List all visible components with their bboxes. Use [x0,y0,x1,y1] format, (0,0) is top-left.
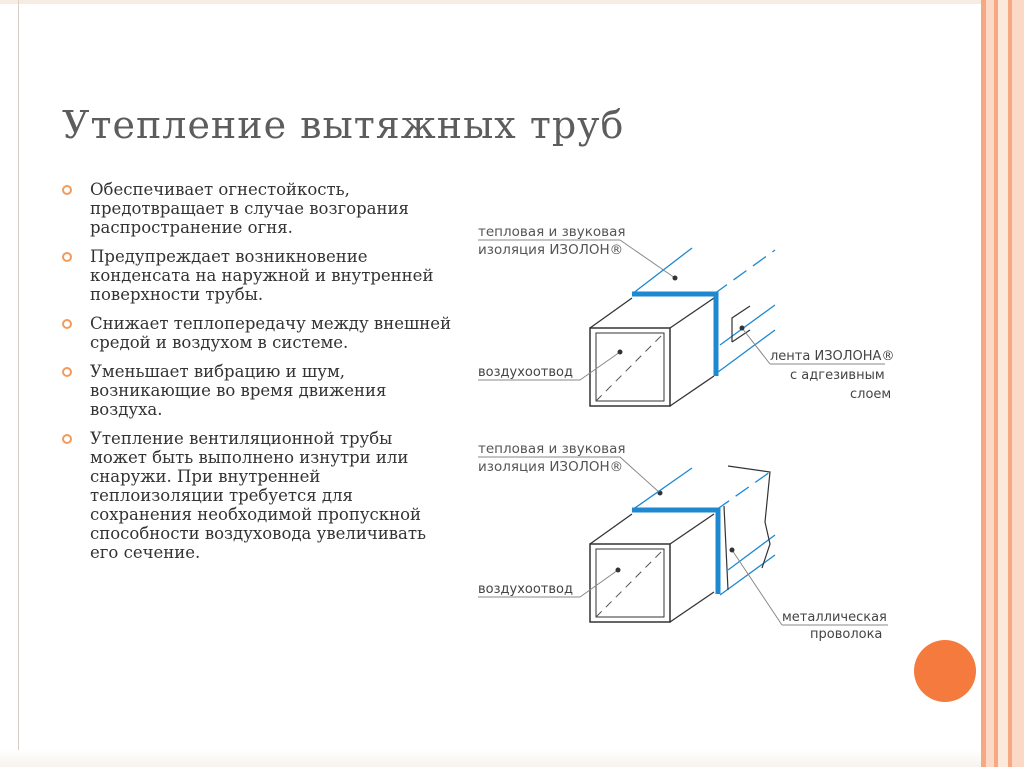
bullet-text: Снижает теплопередачу между внешней сред… [90,314,452,352]
duct-label: воздухоотвод [478,365,573,380]
wire-outline [727,465,771,569]
tape-label-line1: лента ИЗОЛОНА® [770,349,894,364]
insulation-line [631,247,693,295]
tape-label-line3: слоем [850,387,891,402]
bullet-item: Снижает теплопередачу между внешней сред… [62,314,452,352]
bullet-circle-icon [62,434,72,444]
insulation-label-line2: изоляция ИЗОЛОН® [478,242,623,258]
bullet-text: Уменьшает вибрацию и шум, возникающие во… [90,362,387,419]
leader-dot [729,547,735,553]
bullet-list: Обеспечивает огнестойкость, предотвращае… [62,180,452,572]
duct-edge [669,375,715,407]
bullet-circle-icon [62,319,72,329]
decor-circle [914,640,976,702]
leader-line [579,569,619,598]
duct-edge [589,513,633,545]
wire-label-line1: металлическая [782,610,887,625]
duct-front [589,327,671,407]
duct-edge [589,297,633,329]
decor-stripe [1008,0,1012,767]
diagram-bottom: тепловая и звуковая изоляция ИЗОЛОН® воз… [478,441,888,642]
decor-stripe [994,0,998,767]
frame-top-border [0,0,1024,4]
decor-stripe [998,0,1008,767]
decor-stripe [981,0,986,767]
leader-dot [672,275,678,281]
insulation-label-line2: изоляция ИЗОЛОН® [478,459,623,475]
insulation-layer [632,507,721,594]
slide-title: Утепление вытяжных труб [62,103,625,147]
leader-line [619,456,661,494]
insulation-line [727,534,776,571]
frame-left-border [18,0,19,767]
insulation-line [715,471,771,511]
insulation-layer [632,291,719,376]
diagram-top: тепловая и звуковая изоляция ИЗОЛОН® воз… [478,224,894,407]
bullet-text: Обеспечивает огнестойкость, предотвращае… [90,180,409,237]
duct-front [589,543,671,623]
duct-diagonal [595,332,665,402]
duct-diagonal [595,548,665,618]
insulation-line [631,467,693,511]
duct-inner [595,332,665,402]
tape-outline [731,305,751,342]
duct-edge [669,513,715,545]
insulation-label-line1: тепловая и звуковая [478,224,625,240]
insulation-label-line1: тепловая и звуковая [478,441,625,457]
leader-line [579,351,621,381]
bullet-item: Предупреждает возникновение конденсата н… [62,247,452,304]
insulation-line [713,329,776,376]
bullet-text: Предупреждает возникновение конденсата н… [90,247,434,304]
duct-edge [669,591,715,623]
leader-line [731,549,783,626]
insulation-line [713,249,776,295]
leader-dot [617,349,623,355]
duct-label: воздухоотвод [478,582,573,597]
duct-edge [669,297,715,329]
bottom-shadow [0,750,981,767]
leader-dot [615,567,621,573]
decor-stripe [1012,0,1024,767]
bullet-circle-icon [62,367,72,377]
leader-line [619,239,676,279]
bullet-text: Утепление вентиляционной трубы может быт… [90,429,427,562]
tape-label-line2: с адгезивным [790,368,885,383]
wire-label-line2: проволока [810,627,882,642]
leader-line [741,327,771,365]
decor-stripe [986,0,994,767]
tape-outline [731,329,751,343]
leader-dot [739,325,745,331]
wire-outline [723,505,729,591]
insulation-line [719,554,776,596]
bullet-item: Утепление вентиляционной трубы может быт… [62,429,452,562]
duct-insulation-diagram: тепловая и звуковая изоляция ИЗОЛОН® воз… [478,224,894,642]
duct-inner [595,548,665,618]
bullet-item: Обеспечивает огнестойкость, предотвращае… [62,180,452,237]
bullet-circle-icon [62,252,72,262]
bullet-item: Уменьшает вибрацию и шум, возникающие во… [62,362,452,419]
bullet-circle-icon [62,185,72,195]
insulation-line [719,304,776,346]
